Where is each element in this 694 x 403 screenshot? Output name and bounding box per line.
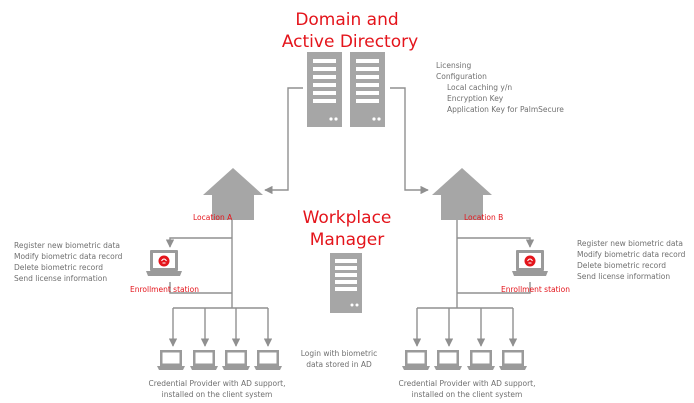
workplace-manager-login-line2: data stored in AD xyxy=(306,360,372,369)
location-b-task-delete: Delete biometric record xyxy=(577,261,666,270)
location-b-enrollment-label: Enrollment station xyxy=(501,285,570,294)
location-a-client-laptop-icon xyxy=(157,350,282,370)
location-b-clients-caption-line1: Credential Provider with AD support, xyxy=(398,379,535,388)
location-a-label: Location A xyxy=(193,213,233,222)
location-b-task-list: Register new biometric data Modify biome… xyxy=(577,239,686,281)
location-b-task-license: Send license information xyxy=(577,272,670,281)
location-b-enrollment-arrow xyxy=(457,237,535,248)
location-a-task-modify: Modify biometric data record xyxy=(14,252,123,261)
domain-info-application-key: Application Key for PalmSecure xyxy=(447,105,564,114)
location-b-house-icon xyxy=(432,168,492,220)
location-a-house-icon xyxy=(203,168,263,220)
location-a-task-register: Register new biometric data xyxy=(14,241,120,250)
workplace-manager-title-line2: Manager xyxy=(310,230,385,250)
location-a-task-license: Send license information xyxy=(14,274,107,283)
domain-info-encryption-key: Encryption Key xyxy=(447,94,504,103)
location-b-clients-caption-line2: installed on the client system xyxy=(412,390,523,399)
location-b-enrollment-laptop-icon xyxy=(512,250,548,276)
location-a-clients-caption-line2: installed on the client system xyxy=(162,390,273,399)
location-b-task-modify: Modify biometric data record xyxy=(577,250,686,259)
location-b-client-laptop-icon xyxy=(402,350,527,370)
location-a-clients-caption-line1: Credential Provider with AD support, xyxy=(148,379,285,388)
location-a-enrollment-arrow xyxy=(165,237,232,248)
domain-to-location-a-arrow xyxy=(264,87,303,195)
domain-info-local-caching: Local caching y/n xyxy=(447,83,512,92)
location-a-task-delete: Delete biometric record xyxy=(14,263,103,272)
location-b-enrollment-link xyxy=(457,282,531,294)
domain-to-location-b-arrow xyxy=(390,87,429,195)
location-a-enrollment-label: Enrollment station xyxy=(130,285,199,294)
location-a-enrollment-link xyxy=(169,282,232,294)
location-b-task-register: Register new biometric data xyxy=(577,239,683,248)
workplace-manager-login-line1: Login with biometric xyxy=(301,349,378,358)
location-b-label: Location B xyxy=(464,213,503,222)
workplace-manager-title-line1: Workplace xyxy=(303,208,392,228)
location-a-task-list: Register new biometric data Modify biome… xyxy=(14,241,123,283)
workplace-manager-server-icon xyxy=(330,253,362,313)
domain-title-line1: Domain and xyxy=(295,10,398,30)
domain-title-line2: Active Directory xyxy=(282,32,418,52)
domain-info-configuration: Configuration xyxy=(436,72,487,81)
domain-info-list: Licensing Configuration Local caching y/… xyxy=(436,61,564,114)
domain-server-icon xyxy=(307,52,385,127)
location-a-enrollment-laptop-icon xyxy=(146,250,182,276)
domain-info-licensing: Licensing xyxy=(436,61,471,70)
